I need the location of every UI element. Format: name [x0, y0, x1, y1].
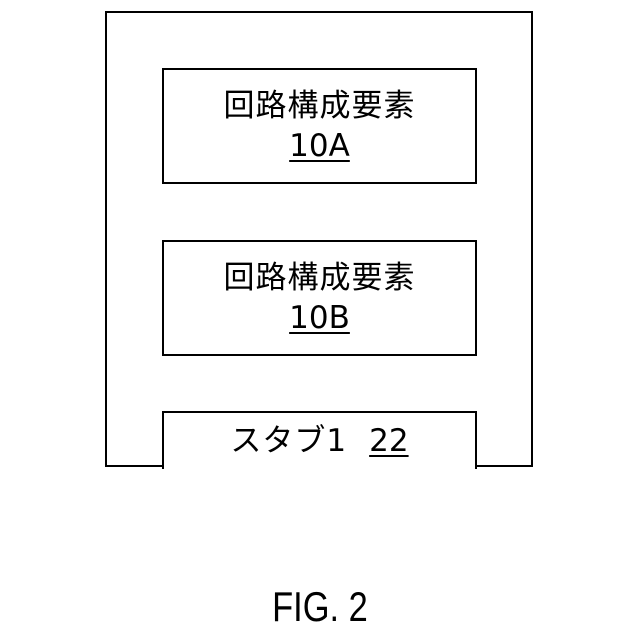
circuit-component-10a: 回路構成要素 10A — [162, 68, 477, 184]
circuit-component-ref: 10B — [289, 298, 350, 338]
stub-block: スタブ1 22 — [162, 411, 477, 469]
stub-ref: 22 — [369, 421, 408, 461]
circuit-component-title: 回路構成要素 — [224, 86, 416, 126]
circuit-component-ref: 10A — [289, 126, 350, 166]
stub-label: スタブ1 — [230, 421, 347, 461]
figure-caption: FIG. 2 — [58, 582, 583, 632]
circuit-component-10b: 回路構成要素 10B — [162, 240, 477, 356]
circuit-component-title: 回路構成要素 — [224, 258, 416, 298]
